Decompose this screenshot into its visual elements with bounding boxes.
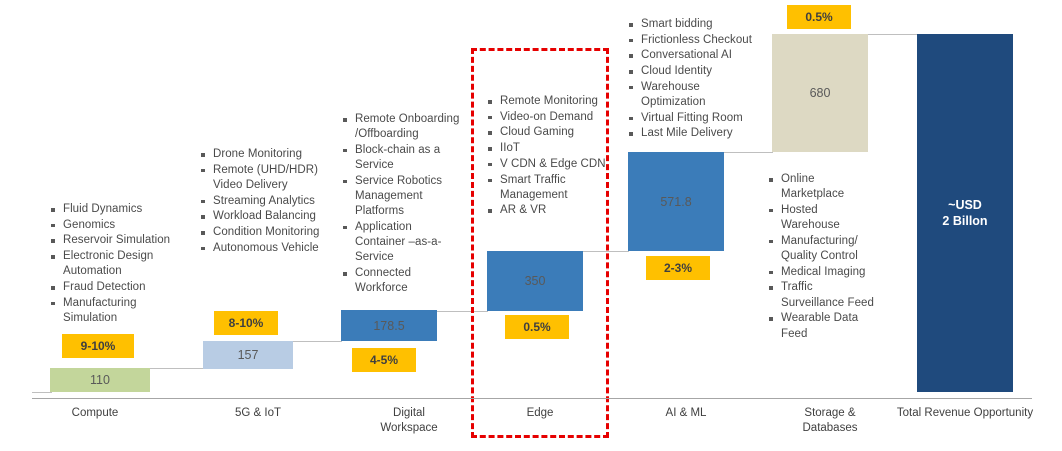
list-item: Remote Onboarding /Offboarding [342,112,462,142]
growth-tag-compute: 9-10% [62,334,134,358]
axis-label-edge: Edge [526,407,554,419]
list-item: Connected Workforce [342,266,462,296]
axis-line [32,398,1032,399]
connector-digital-to-edge [436,311,488,312]
list-item: Service Robotics Management Platforms [342,174,462,220]
bar-compute: 110 [50,368,150,392]
list-item: V CDN & Edge CDN [487,157,609,172]
bullet-list-compute: Fluid Dynamics Genomics Reservoir Simula… [50,202,180,327]
list-item: Cloud Gaming [487,125,609,140]
growth-tag-5g-iot: 8-10% [214,311,278,335]
list-item: Conversational AI [628,48,758,63]
connector-edge-to-ai [582,251,629,252]
axis-label-ai-ml: AI & ML [626,406,746,421]
axis-label-line2: Workspace [380,422,438,434]
growth-tag-edge: 0.5% [505,315,569,339]
bar-total-revenue: ~USD 2 Billon [917,34,1013,392]
total-label-line2: 2 Billon [942,214,988,228]
list-item: Frictionless Checkout [628,33,758,48]
bullet-list-5g-iot: Drone Monitoring Remote (UHD/HDR) Video … [200,147,330,256]
list-item: Traffic Surveillance Feed [768,280,878,310]
list-item: Manufacturing/ Quality Control [768,234,878,264]
list-item: Streaming Analytics [200,194,330,209]
list-item: Manufacturing Simulation [50,296,180,326]
list-item: AR & VR [487,203,609,218]
bar-storage: 680 [772,34,868,152]
list-item: Application Container –as-a-Service [342,220,462,266]
bullet-list-storage: Online Marketplace Hosted Warehouse Manu… [768,172,878,342]
list-item: Virtual Fitting Room [628,111,758,126]
growth-tag-storage: 0.5% [787,5,851,29]
bullet-list-digital-workspace: Remote Onboarding /Offboarding Block-cha… [342,112,462,297]
axis-label-compute: Compute [71,407,119,419]
bullet-list-edge: Remote Monitoring Video-on Demand Cloud … [487,94,609,219]
list-item: Online Marketplace [768,172,878,202]
growth-tag-ai-ml: 2-3% [646,256,710,280]
list-item: Block-chain as a Service [342,143,462,173]
bar-5g-iot: 157 [203,341,293,369]
bullet-list-ai-ml: Smart bidding Frictionless Checkout Conv… [628,17,758,142]
list-item: Medical Imaging [768,265,878,280]
list-item: Wearable Data Feed [768,311,878,341]
connector-ai-to-storage [723,152,773,153]
list-item: Cloud Identity [628,64,758,79]
axis-label-line1: Digital [393,407,425,419]
list-item: IIoT [487,141,609,156]
list-item: Electronic Design Automation [50,249,180,279]
axis-label-digital-workspace: Digital Workspace [349,406,469,436]
list-item: Video-on Demand [487,110,609,125]
list-item: Workload Balancing [200,209,330,224]
axis-label-text: AI & ML [665,407,707,419]
list-item: Smart bidding [628,17,758,32]
axis-label-5g-iot: 5G & IoT [234,407,282,419]
bar-ai-ml: 571.8 [628,152,724,251]
list-item: Reservoir Simulation [50,233,180,248]
bar-edge: 350 [487,251,583,311]
list-item: Autonomous Vehicle [200,241,330,256]
list-item: Fraud Detection [50,280,180,295]
connector-baseline-compute [32,392,52,393]
axis-label-storage: Storage & Databases [770,406,890,436]
list-item: Last Mile Delivery [628,126,758,141]
growth-tag-digital-workspace: 4-5% [352,348,416,372]
connector-5g-to-digital [292,341,342,342]
list-item: Fluid Dynamics [50,202,180,217]
list-item: Drone Monitoring [200,147,330,162]
list-item: Genomics [50,218,180,233]
list-item: Remote Monitoring [487,94,609,109]
axis-label-total: Total Revenue Opportunity [896,407,1034,419]
total-label-line1: ~USD [948,198,982,212]
axis-label-line2: Databases [802,422,858,434]
list-item: Hosted Warehouse [768,203,878,233]
list-item: Warehouse Optimization [628,80,758,110]
connector-storage-to-total [867,34,918,35]
connector-compute-to-5g [150,368,205,369]
list-item: Condition Monitoring [200,225,330,240]
list-item: Remote (UHD/HDR) Video Delivery [200,163,330,193]
list-item: Smart Traffic Management [487,173,609,203]
axis-label-line1: Storage & [804,407,856,419]
bar-digital-workspace: 178.5 [341,310,437,341]
